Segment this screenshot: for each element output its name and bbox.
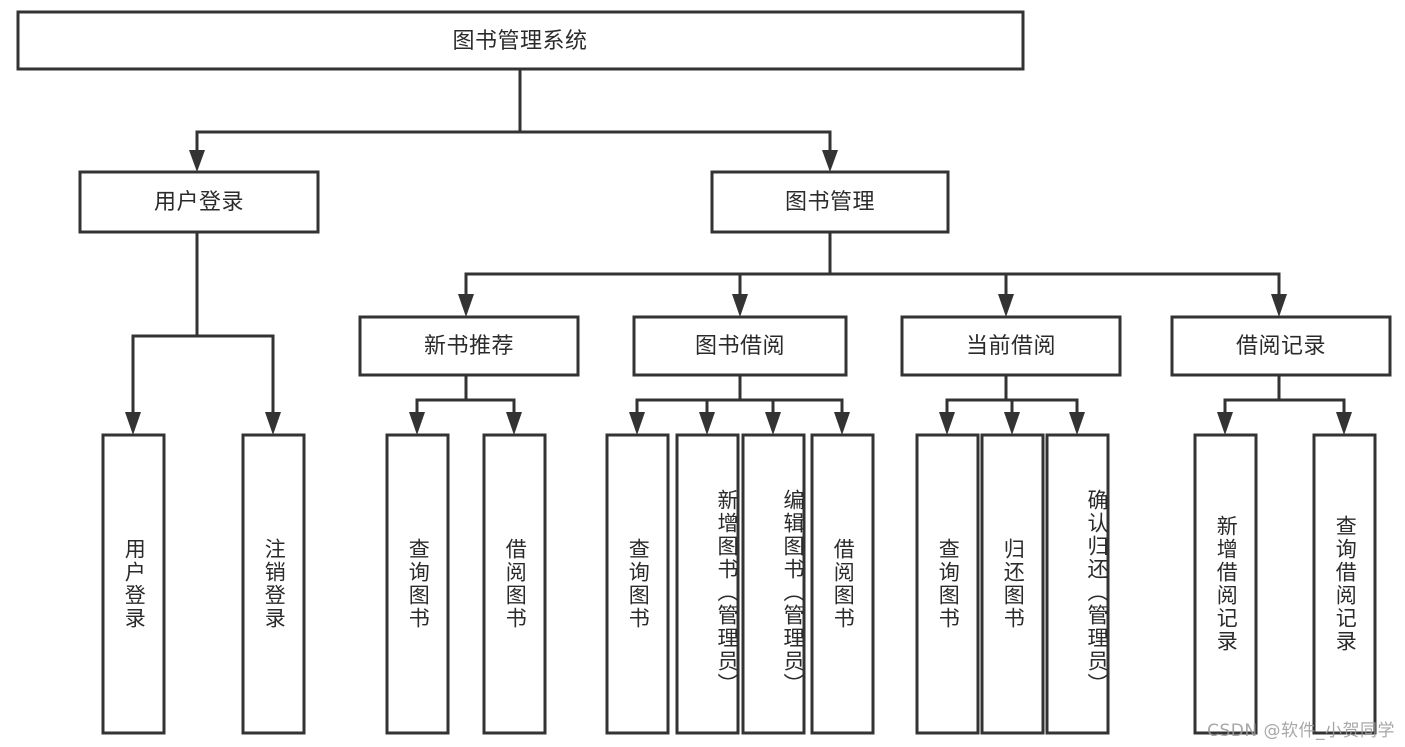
- leaf-boxes-new-book-recommend: [385, 433, 547, 735]
- node-borrow-record[interactable]: 借阅记录: [1170, 315, 1392, 377]
- arrow-head-new-book-recommend-leaf-0: [409, 412, 425, 435]
- leaf-box-borrow-record-1[interactable]: [1312, 433, 1377, 735]
- connector-group-user-login: [125, 230, 281, 435]
- arrow-head-user-login-leaf-1: [265, 412, 281, 435]
- node-new-book-recommend[interactable]: 新书推荐: [358, 315, 580, 377]
- arrow-head-book-borrow-leaf-3: [834, 412, 850, 435]
- connector-group-book-borrow: [629, 373, 850, 435]
- leaf-box-book-borrow-3[interactable]: [810, 433, 875, 735]
- arrow-head-book-borrow-leaf-1: [699, 412, 715, 435]
- node-book-manage[interactable]: 图书管理: [710, 170, 950, 234]
- arrow-head-book-manage: [822, 150, 838, 172]
- arrow-head-current-borrow: [998, 294, 1014, 317]
- leaf-boxes-user-login: [101, 433, 306, 735]
- leaf-box-book-borrow-0[interactable]: [605, 433, 670, 735]
- node-book-manage-label: 图书管理: [785, 190, 875, 215]
- node-root-box[interactable]: [16, 10, 1025, 71]
- connector-group-new-book-recommend: [409, 373, 522, 435]
- arrow-head-current-borrow-leaf-2: [1069, 412, 1085, 435]
- leaf-box-book-borrow-1[interactable]: [675, 433, 740, 735]
- leaf-boxes-borrow-record: [1193, 433, 1377, 735]
- node-new-book-recommend-box[interactable]: [358, 315, 580, 377]
- arrow-head-borrow-record-leaf-1: [1336, 412, 1352, 435]
- arrow-head-book-borrow: [732, 294, 748, 317]
- node-current-borrow-box[interactable]: [900, 315, 1122, 377]
- leaf-box-new-book-recommend-0[interactable]: [385, 433, 450, 735]
- node-book-borrow-box[interactable]: [632, 315, 848, 377]
- leaf-box-new-book-recommend-1[interactable]: [482, 433, 547, 735]
- leaf-box-user-login-1[interactable]: [241, 433, 306, 735]
- leaf-boxes-book-borrow: [605, 433, 875, 735]
- node-borrow-record-box[interactable]: [1170, 315, 1392, 377]
- arrow-head-user-login-leaf-0: [125, 412, 141, 435]
- node-root[interactable]: 图书管理系统: [16, 10, 1025, 71]
- arrow-head-book-borrow-leaf-2: [765, 412, 781, 435]
- leaf-box-current-borrow-2[interactable]: [1045, 433, 1110, 735]
- node-book-borrow-label: 图书借阅: [695, 334, 785, 359]
- node-current-borrow[interactable]: 当前借阅: [900, 315, 1122, 377]
- csdn-watermark: CSDN @软件_小贺同学: [1207, 721, 1395, 741]
- connector-group-current-borrow: [939, 373, 1085, 435]
- node-root-label: 图书管理系统: [452, 29, 587, 54]
- arrow-head-book-borrow-leaf-0: [629, 412, 645, 435]
- leaf-box-book-borrow-2[interactable]: [741, 433, 806, 735]
- arrow-head-new-book-recommend-leaf-1: [506, 412, 522, 435]
- leaf-box-current-borrow-0[interactable]: [915, 433, 980, 735]
- node-current-borrow-label: 当前借阅: [966, 334, 1056, 359]
- connector-group-borrow-record: [1217, 373, 1352, 435]
- arrow-head-new-book-recommend: [458, 294, 474, 317]
- node-new-book-recommend-label: 新书推荐: [424, 334, 514, 359]
- node-borrow-record-label: 借阅记录: [1236, 334, 1326, 359]
- arrow-head-current-borrow-leaf-0: [939, 412, 955, 435]
- node-user-login-box[interactable]: [78, 170, 320, 234]
- node-book-manage-box[interactable]: [710, 170, 950, 234]
- arrow-head-borrow-record-leaf-0: [1217, 412, 1233, 435]
- node-book-borrow[interactable]: 图书借阅: [632, 315, 848, 377]
- arrow-head-user-login: [189, 150, 205, 172]
- leaf-box-user-login-0[interactable]: [101, 433, 166, 735]
- node-user-login-label: 用户登录: [154, 190, 244, 215]
- leaf-box-borrow-record-0[interactable]: [1193, 433, 1258, 735]
- leaf-box-current-borrow-1[interactable]: [980, 433, 1045, 735]
- arrow-head-current-borrow-leaf-1: [1004, 412, 1020, 435]
- arrow-head-borrow-record: [1271, 294, 1287, 317]
- connector-group-book-manage: [458, 230, 1287, 317]
- connector-group-root: [189, 67, 838, 172]
- node-user-login[interactable]: 用户登录: [78, 170, 320, 234]
- leaf-boxes-current-borrow: [915, 433, 1110, 735]
